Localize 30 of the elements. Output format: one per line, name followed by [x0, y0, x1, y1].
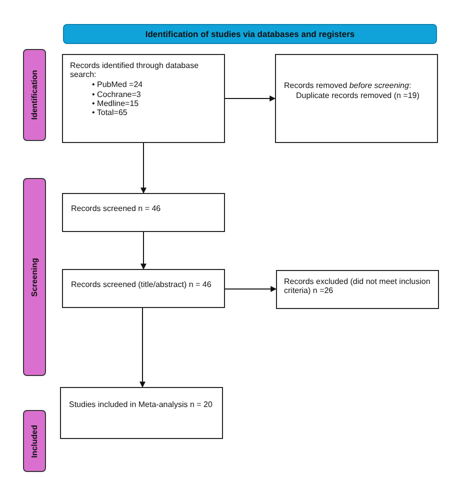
phase-label: Included	[30, 424, 39, 458]
process-box	[62, 269, 225, 308]
box-text: Records screened (title/abstract) n = 46	[71, 280, 212, 290]
box-text: Duplicate records removed (n =19)	[295, 91, 420, 100]
phase-band	[23, 49, 46, 141]
phase-band	[23, 178, 46, 376]
process-box	[60, 387, 223, 439]
arrow	[224, 96, 276, 102]
box-text: Records excluded (did not meet inclusion criteria) n =26	[284, 277, 431, 296]
phase-label: Identification	[30, 70, 39, 120]
process-box	[62, 54, 225, 143]
arrow	[140, 232, 146, 270]
box-text: Records screened n = 46	[71, 204, 162, 214]
arrow	[140, 142, 146, 194]
list-item: • PubMed =24	[92, 80, 144, 90]
list-item: • Cochrane=3	[92, 90, 142, 99]
process-box	[275, 54, 438, 143]
arrow	[140, 308, 146, 388]
header-text: Identification of studies via databases and registers	[145, 29, 355, 39]
phase-band	[23, 410, 46, 472]
header-bar	[63, 24, 437, 44]
process-box	[62, 193, 225, 232]
box-text: Records removed before screening:	[284, 81, 412, 90]
phase-label: Screening	[30, 258, 39, 296]
list-item: • Total=65	[92, 108, 128, 118]
list-item: • Medline=15	[92, 98, 140, 108]
process-box	[276, 270, 439, 309]
arrow	[224, 286, 277, 292]
box-text: Studies included in Meta-analysis n = 20	[69, 400, 214, 410]
box-text: Records identified through database search:	[70, 61, 200, 80]
